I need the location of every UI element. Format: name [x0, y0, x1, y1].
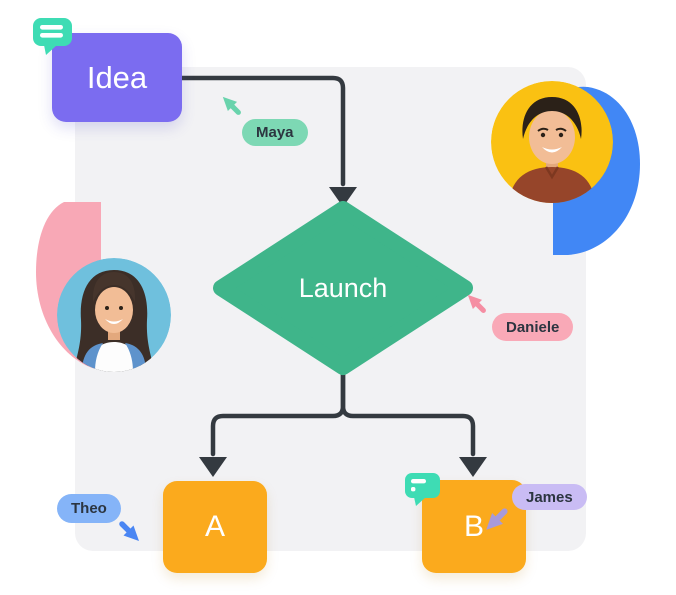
cursor-pointer-icon-james — [486, 508, 508, 530]
collar — [544, 166, 560, 180]
smile — [542, 147, 562, 153]
flow-node-launch[interactable] — [211, 199, 475, 377]
chat-bubble-icon-idea[interactable] — [31, 16, 75, 56]
bubble-tail — [44, 45, 57, 55]
collaborator-name: Maya — [256, 124, 294, 141]
option-a-label: A — [204, 510, 225, 543]
idea-label: Idea — [86, 59, 148, 95]
collaborator-name-pill-daniele: Daniele — [492, 313, 574, 341]
cardigan-right — [125, 343, 146, 372]
cursor-pointer-icon-daniele — [467, 294, 486, 313]
text-line — [40, 33, 63, 38]
collaborator-name: James — [526, 488, 573, 506]
cardigan-left — [82, 343, 103, 372]
flow-node-b[interactable]: B — [422, 480, 526, 573]
launch-diamond-shape[interactable] — [213, 201, 473, 375]
face — [95, 287, 133, 333]
flow-node-idea[interactable]: Idea — [52, 33, 182, 122]
fringe — [92, 272, 136, 302]
typing-dot — [411, 487, 416, 492]
collaborator-name-pill-james: James — [512, 484, 587, 510]
cursor-pointer-icon-theo — [119, 521, 139, 541]
white-shirt — [87, 342, 141, 372]
flow-node-a[interactable]: A — [163, 481, 267, 573]
option-b-label: B — [463, 509, 484, 543]
smile — [105, 319, 123, 324]
chat-bubble-icon-b[interactable] — [403, 471, 443, 507]
bubble-tail — [414, 497, 426, 506]
collaborator-name-pill-theo: Theo — [57, 494, 121, 523]
cursor-pointer-icon-maya — [222, 96, 241, 115]
face — [529, 110, 575, 164]
male-collaborator-avatar — [491, 81, 613, 203]
text-line — [40, 25, 63, 30]
shirt — [509, 167, 595, 203]
female-collaborator-avatar — [57, 258, 171, 372]
collaborator-name: Theo — [71, 500, 107, 517]
typing-line — [411, 479, 426, 484]
collaborator-name-pill-maya: Maya — [242, 119, 308, 146]
collaborator-name: Daniele — [506, 318, 560, 336]
hair — [522, 97, 582, 139]
